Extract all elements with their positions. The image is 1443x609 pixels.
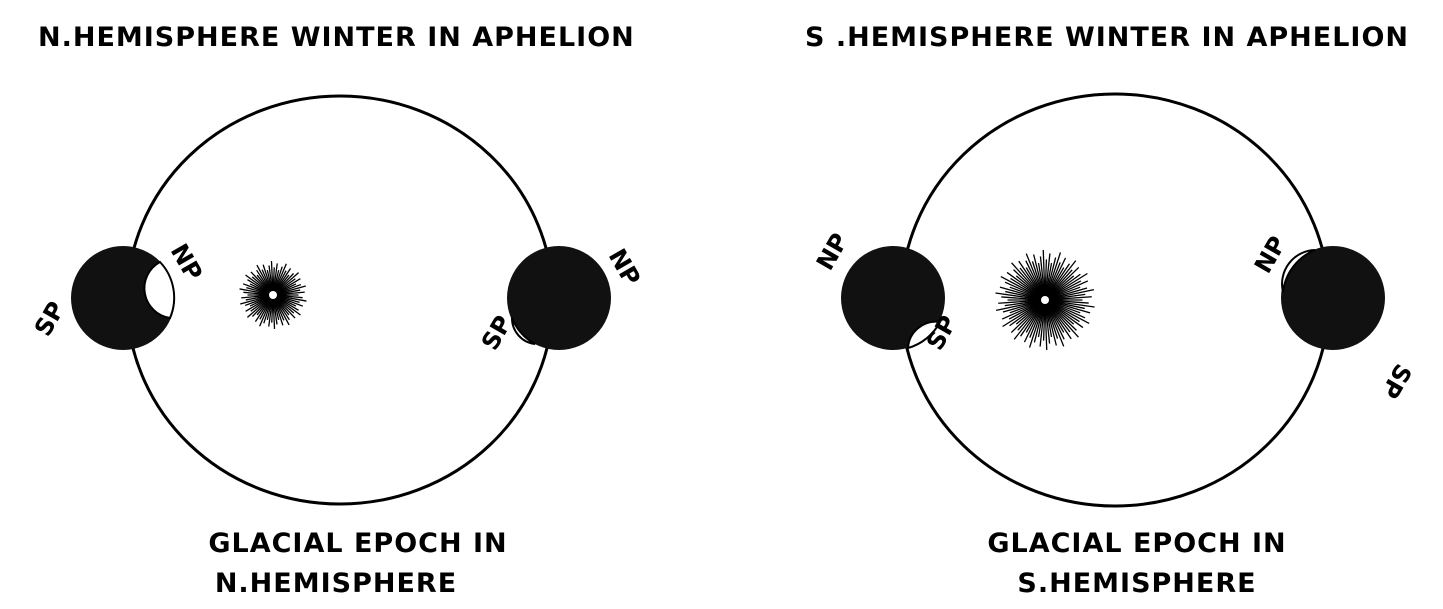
right-caption-line1: GLACIAL EPOCH IN [987,528,1287,559]
np-label: NP [811,228,854,275]
right-orbit [899,92,1331,508]
sun-icon [995,250,1095,350]
earth-left-aphelion [71,246,176,350]
left-caption-line1: GLACIAL EPOCH IN [208,528,508,559]
left-title: N.HEMISPHERE WINTER IN APHELION [38,22,635,53]
earth-left-perihelion [841,246,945,350]
earth-right-perihelion [507,246,611,350]
sp-label: SP [29,297,71,341]
left-caption-line2: N.HEMISPHERE [214,568,458,599]
earth-right-aphelion [1281,246,1385,350]
sp-label: SP [1375,359,1417,403]
left-orbit [125,94,555,506]
right-caption-line2: S.HEMISPHERE [1017,568,1257,599]
np-label: NP [603,244,646,291]
right-title: S .HEMISPHERE WINTER IN APHELION [805,22,1410,53]
sun-icon [239,261,307,329]
